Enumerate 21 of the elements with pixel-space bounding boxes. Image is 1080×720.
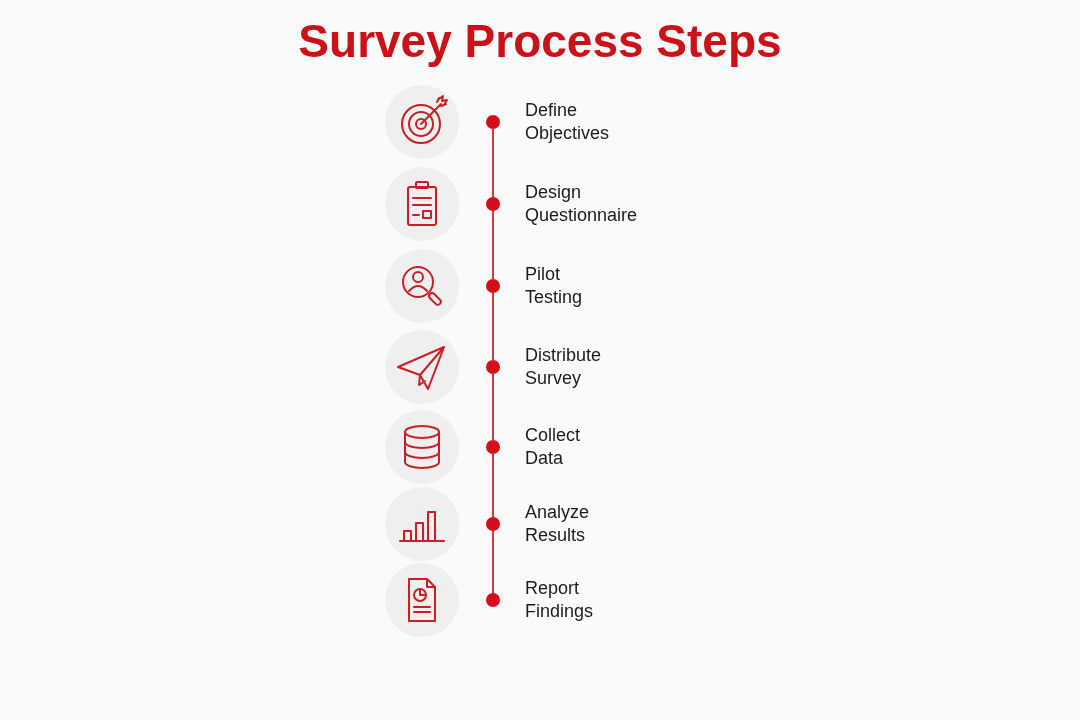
step-label: Pilot Testing [525, 263, 583, 309]
timeline-dot [486, 360, 500, 374]
step-label: Design Questionnaire [525, 181, 638, 227]
connector-line [492, 210, 494, 280]
step-label: Collect Data [525, 424, 581, 470]
step-label: Define Objectives [525, 99, 610, 145]
title: Survey Process Steps [298, 14, 782, 68]
connector-line [492, 453, 494, 518]
step-label: Analyze Results [525, 501, 590, 547]
connector-line [492, 373, 494, 441]
timeline-dot [486, 593, 500, 607]
timeline-dot [486, 115, 500, 129]
connector-line [492, 292, 494, 361]
connector-line [492, 530, 494, 594]
timeline-dot [486, 279, 500, 293]
timeline-dot [486, 517, 500, 531]
timeline-dot [486, 197, 500, 211]
timeline-dot [486, 440, 500, 454]
connector-line [492, 128, 494, 198]
step-label: Distribute Survey [525, 344, 602, 390]
step-label: Report Findings [525, 577, 594, 623]
